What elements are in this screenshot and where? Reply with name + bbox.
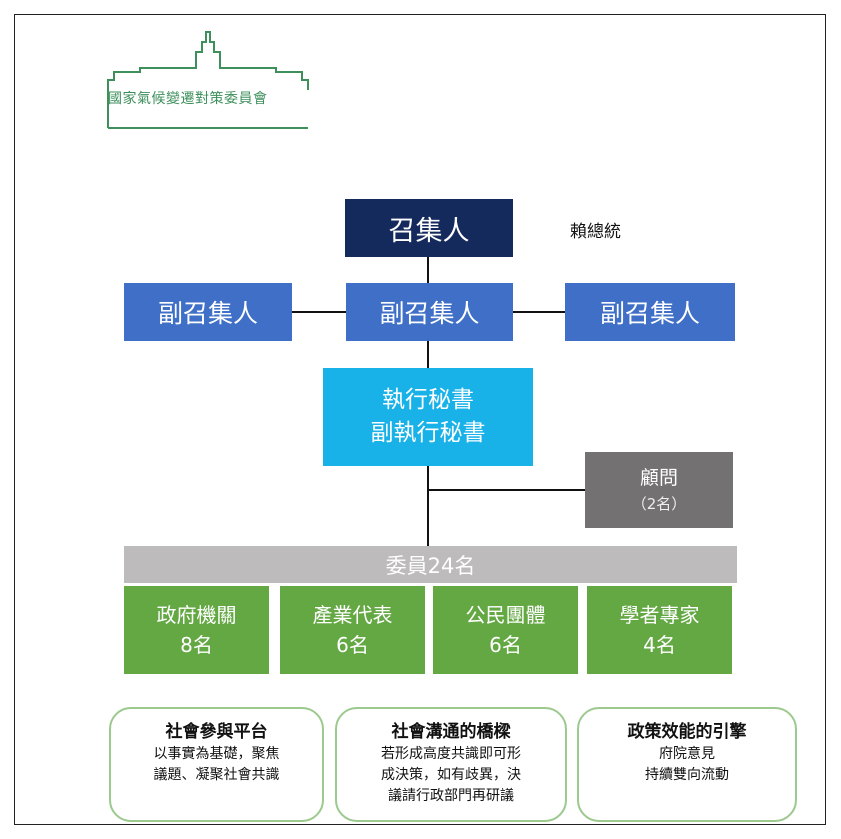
- connector-vice-left: [292, 311, 346, 313]
- vice-convener-label: 副召集人: [157, 299, 258, 328]
- convener-name: 賴總統: [570, 222, 621, 242]
- vice-convener-center: 副召集人: [346, 283, 513, 341]
- convener-box: 召集人: [345, 199, 513, 257]
- executive-secretary-box: 執行秘書 副執行秘書: [323, 368, 533, 466]
- category-count: 6名: [336, 633, 369, 657]
- connector-advisor: [427, 489, 585, 491]
- vice-convener-label: 副召集人: [599, 299, 700, 328]
- category-count: 6名: [489, 633, 522, 657]
- connector-exec-members: [427, 466, 429, 546]
- convener-title: 召集人: [388, 215, 470, 247]
- diagram-frame: [14, 14, 826, 825]
- role-desc-line: 以事實為基礎，聚焦: [153, 746, 280, 763]
- role-desc-line: 成決策，如有歧異，決: [381, 766, 521, 783]
- role-desc-line: 若形成高度共識即可形: [381, 746, 521, 763]
- category-name: 學者專家: [619, 603, 700, 627]
- category-name: 政府機關: [156, 603, 237, 627]
- role-title: 政策效能的引擎: [627, 722, 747, 742]
- category-name: 產業代表: [312, 603, 393, 627]
- vice-convener-left: 副召集人: [124, 283, 292, 341]
- connector-convener-vice: [427, 257, 429, 283]
- category-name: 公民團體: [465, 603, 546, 627]
- role-desc-line: 持續雙向流動: [645, 766, 729, 783]
- category-count: 8名: [180, 633, 213, 657]
- member-category-industry: 產業代表 6名: [280, 586, 425, 674]
- members-total-bar: 委員24名: [124, 546, 737, 583]
- role-card-communication: 社會溝通的橋樑 若形成高度共識即可形 成決策，如有歧異，決 議請行政部門再研議: [335, 707, 567, 822]
- role-card-policy-engine: 政策效能的引擎 府院意見 持續雙向流動: [577, 707, 797, 822]
- member-category-government: 政府機關 8名: [124, 586, 269, 674]
- role-desc-line: 府院意見: [659, 746, 715, 763]
- deputy-executive-secretary-label: 副執行秘書: [370, 420, 486, 446]
- category-count: 4名: [643, 633, 676, 657]
- executive-secretary-label: 執行秘書: [382, 386, 474, 413]
- members-total-label: 委員24名: [385, 553, 476, 578]
- advisor-box: 顧問 （2名）: [585, 452, 733, 528]
- role-desc-line: 議請行政部門再研議: [388, 787, 514, 804]
- logo-building-icon: [107, 31, 309, 129]
- role-card-participation: 社會參與平台 以事實為基礎，聚焦 議題、凝聚社會共識: [109, 707, 324, 822]
- vice-convener-label: 副召集人: [379, 299, 480, 328]
- member-category-civil: 公民團體 6名: [433, 586, 578, 674]
- role-title: 社會參與平台: [165, 722, 268, 742]
- connector-vice-exec: [427, 341, 429, 368]
- advisor-count: （2名）: [631, 495, 687, 514]
- role-desc-line: 議題、凝聚社會共識: [153, 766, 280, 783]
- logo-text: 國家氣候變遷對策委員會: [108, 91, 268, 107]
- connector-vice-right: [513, 311, 565, 313]
- advisor-title: 顧問: [639, 466, 678, 489]
- vice-convener-right: 副召集人: [565, 283, 735, 341]
- role-title: 社會溝通的橋樑: [391, 722, 511, 742]
- member-category-academic: 學者專家 4名: [587, 586, 732, 674]
